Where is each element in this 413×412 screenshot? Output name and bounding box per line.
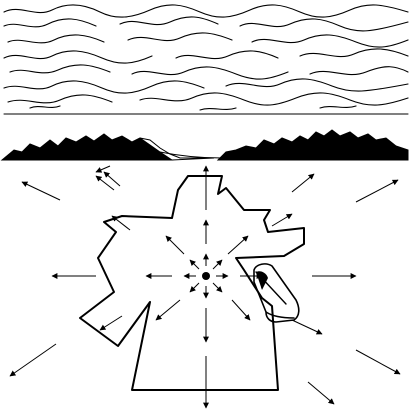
direction-arrow — [95, 165, 111, 173]
mountain-range — [0, 129, 409, 161]
direction-arrow — [355, 179, 399, 203]
direction-arrow — [189, 259, 200, 270]
direction-arrow — [111, 215, 131, 231]
direction-arrow — [355, 349, 401, 375]
direction-arrow — [212, 259, 223, 270]
direction-arrows — [9, 165, 401, 409]
direction-arrow — [155, 299, 181, 321]
direction-arrow — [9, 343, 57, 377]
direction-arrow — [103, 171, 121, 187]
direction-arrow — [21, 181, 61, 201]
boulder — [253, 263, 300, 323]
cloud-layer — [3, 4, 409, 115]
direction-arrow — [189, 282, 200, 293]
direction-arrow — [95, 175, 115, 191]
direction-arrow — [99, 315, 123, 331]
direction-arrow — [291, 319, 323, 335]
direction-arrow — [212, 282, 223, 293]
landform-outline — [79, 175, 305, 391]
direction-arrow — [227, 235, 249, 255]
direction-arrow — [307, 381, 335, 405]
vanishing-point-dot — [202, 272, 210, 280]
direction-arrow — [291, 173, 315, 193]
direction-arrow — [165, 235, 185, 255]
direction-arrow — [231, 299, 251, 321]
direction-arrow — [271, 213, 293, 227]
